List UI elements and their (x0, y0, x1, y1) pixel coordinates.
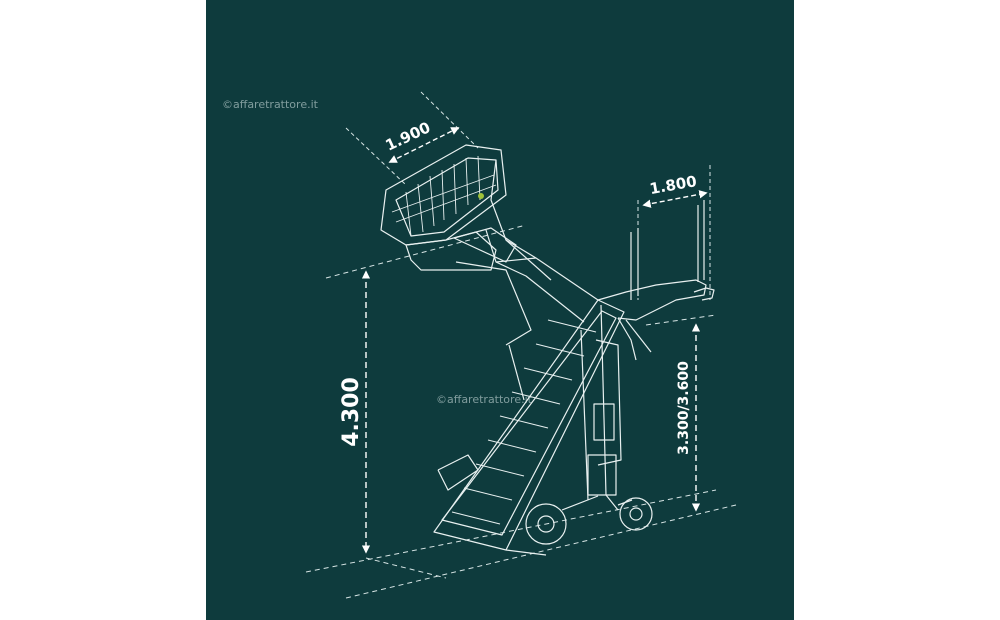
watermark-top: ©affaretrattore.it (222, 98, 318, 111)
elevator-machine (380, 144, 715, 556)
dimension-label-width-top: 1.900 (383, 118, 434, 154)
indicator-dot (478, 193, 484, 199)
dimension-width-side: 1.800 (637, 165, 711, 300)
dimension-height-loading: 3.300/3.600 (676, 323, 701, 512)
dimension-height-total: 4.300 (339, 270, 371, 554)
dimension-label-width-side: 1.800 (648, 172, 698, 198)
watermark-center: ©affaretrattore.it (436, 393, 532, 406)
technical-drawing-panel: 4.300 3.300/3.600 1.900 1.800 (206, 0, 794, 620)
dimension-label-height-loading: 3.300/3.600 (676, 361, 692, 455)
dimension-width-top: 1.900 (345, 91, 479, 186)
ground-lines (305, 224, 737, 599)
conveyor-slats (451, 319, 597, 525)
dimension-label-height-total: 4.300 (339, 377, 364, 447)
elevator-line-drawing: 4.300 3.300/3.600 1.900 1.800 (305, 91, 737, 599)
wheels (525, 495, 653, 545)
